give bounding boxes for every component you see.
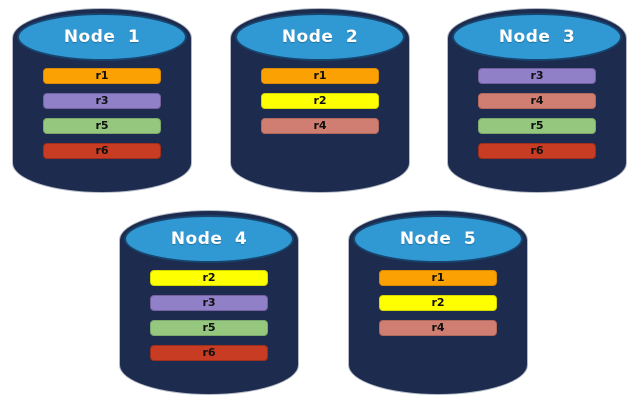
db-node-4: Node 4 r2 r3 r5 r6 (119, 210, 299, 395)
cylinder-top-ellipse: Node 5 (353, 215, 523, 263)
record-list: r1 r2 r4 (348, 270, 528, 345)
record-bar-r4: r4 (478, 93, 596, 109)
record-bar-r2: r2 (379, 295, 497, 311)
db-node-2: Node 2 r1 r2 r4 (230, 8, 410, 193)
node-title: Node 4 (170, 229, 248, 249)
record-bar-r4: r4 (261, 118, 379, 134)
record-bar-r3: r3 (150, 295, 268, 311)
record-bar-r1: r1 (379, 270, 497, 286)
node-title: Node 3 (498, 27, 576, 47)
record-list: r1 r2 r4 (230, 68, 410, 143)
node-title: Node 2 (281, 27, 359, 47)
db-node-3: Node 3 r3 r4 r5 r6 (447, 8, 627, 193)
db-node-5: Node 5 r1 r2 r4 (348, 210, 528, 395)
record-bar-r2: r2 (150, 270, 268, 286)
db-node-1: Node 1 r1 r3 r5 r6 (12, 8, 192, 193)
record-bar-r6: r6 (43, 143, 161, 159)
record-bar-r6: r6 (150, 345, 268, 361)
record-list: r3 r4 r5 r6 (447, 68, 627, 168)
node-title: Node 5 (399, 229, 477, 249)
record-bar-r2: r2 (261, 93, 379, 109)
record-list: r2 r3 r5 r6 (119, 270, 299, 370)
cylinder-top-ellipse: Node 4 (124, 215, 294, 263)
record-bar-r6: r6 (478, 143, 596, 159)
record-bar-r5: r5 (43, 118, 161, 134)
cylinder-top-ellipse: Node 1 (17, 13, 187, 61)
cylinder-top-ellipse: Node 3 (452, 13, 622, 61)
record-bar-r4: r4 (379, 320, 497, 336)
record-list: r1 r3 r5 r6 (12, 68, 192, 168)
record-bar-r1: r1 (43, 68, 161, 84)
record-bar-r5: r5 (478, 118, 596, 134)
record-bar-r1: r1 (261, 68, 379, 84)
cylinder-top-ellipse: Node 2 (235, 13, 405, 61)
node-title: Node 1 (63, 27, 141, 47)
record-bar-r3: r3 (478, 68, 596, 84)
record-bar-r5: r5 (150, 320, 268, 336)
record-bar-r3: r3 (43, 93, 161, 109)
